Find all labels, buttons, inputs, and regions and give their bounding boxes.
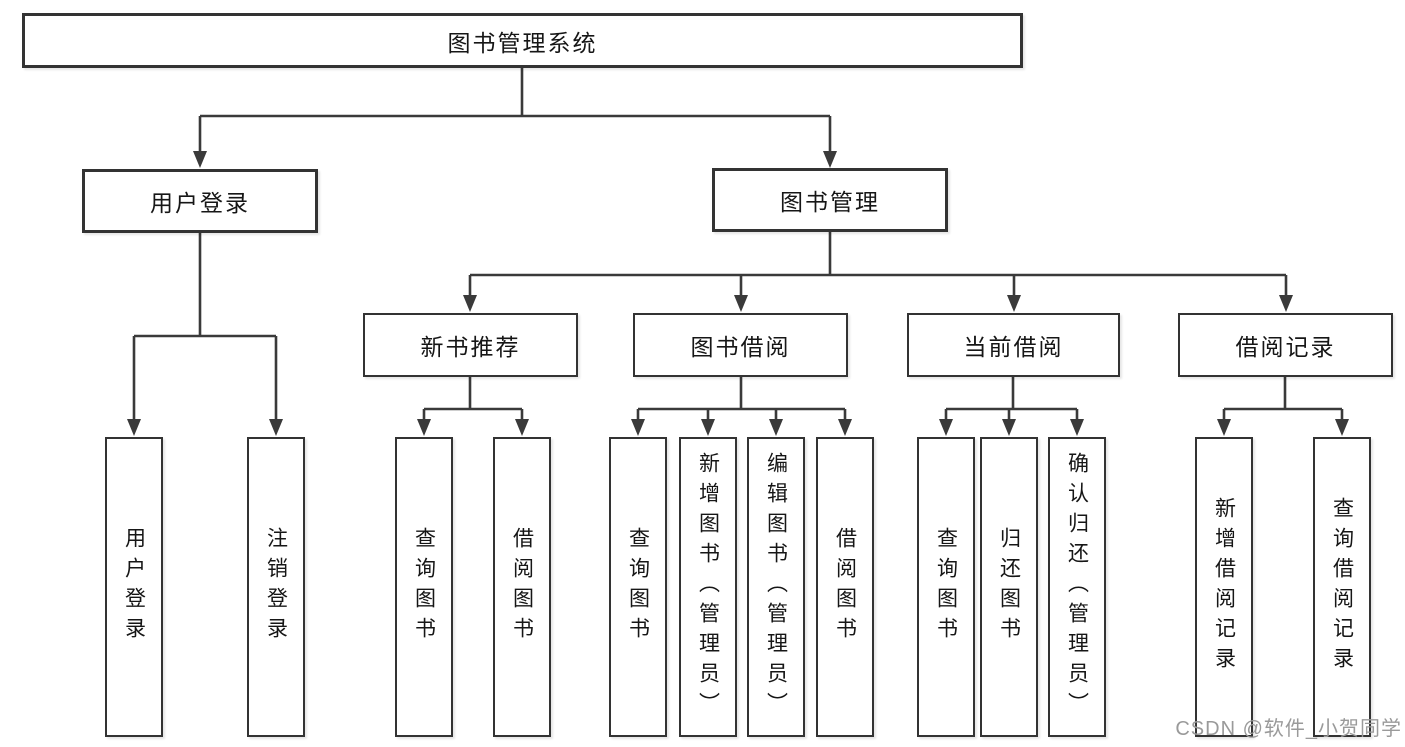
leaf-query-books-current-label: 查询图书 [934, 527, 958, 647]
node-user-login: 用户登录 [82, 169, 318, 233]
node-root: 图书管理系统 [22, 13, 1023, 68]
connector-level3-to-leaves [422, 377, 1344, 421]
leaf-borrow-books-label: 借阅图书 [833, 527, 857, 647]
leaf-user-login: 用户登录 [105, 437, 163, 737]
leaf-query-borrow-record: 查询借阅记录 [1313, 437, 1371, 737]
leaf-return-books: 归还图书 [980, 437, 1038, 737]
leaf-add-book-admin: 新增图书（管理员） [679, 437, 737, 737]
leaf-edit-book-admin: 编辑图书（管理员） [747, 437, 805, 737]
leaf-user-login-label: 用户登录 [122, 527, 146, 647]
csdn-watermark: CSDN @软件_小贺同学 [1175, 718, 1402, 740]
connector-root-to-level2 [198, 68, 832, 152]
node-current-borrow-label: 当前借阅 [963, 334, 1064, 360]
node-current-borrow: 当前借阅 [907, 313, 1120, 377]
node-new-book-recommend: 新书推荐 [363, 313, 578, 377]
leaf-return-books-label: 归还图书 [997, 527, 1021, 647]
leaf-query-books-recommend: 查询图书 [395, 437, 453, 737]
leaf-query-books-recommend-label: 查询图书 [412, 527, 436, 647]
node-new-book-recommend-label: 新书推荐 [420, 334, 521, 360]
node-borrow-records-label: 借阅记录 [1235, 334, 1336, 360]
node-book-borrow: 图书借阅 [633, 313, 848, 377]
node-book-management: 图书管理 [712, 168, 948, 232]
leaf-add-borrow-record-label: 新增借阅记录 [1212, 497, 1236, 677]
leaf-borrow-books: 借阅图书 [816, 437, 874, 737]
leaf-query-books-borrow: 查询图书 [609, 437, 667, 737]
leaf-logout: 注销登录 [247, 437, 305, 737]
leaf-confirm-return-admin: 确认归还（管理员） [1048, 437, 1106, 737]
connector-book-management-to-level3 [468, 232, 1288, 297]
leaf-query-borrow-record-label: 查询借阅记录 [1330, 497, 1354, 677]
connector-user-login-to-leaves [132, 233, 278, 421]
leaf-query-books-borrow-label: 查询图书 [626, 527, 650, 647]
leaf-add-book-admin-label: 新增图书（管理员） [696, 452, 720, 722]
leaf-logout-label: 注销登录 [264, 527, 288, 647]
leaf-add-borrow-record: 新增借阅记录 [1195, 437, 1253, 737]
node-user-login-label: 用户登录 [150, 190, 250, 216]
leaf-borrow-books-recommend-label: 借阅图书 [510, 527, 534, 647]
leaf-edit-book-admin-label: 编辑图书（管理员） [764, 452, 788, 722]
leaf-query-books-current: 查询图书 [917, 437, 975, 737]
leaf-confirm-return-admin-label: 确认归还（管理员） [1065, 452, 1089, 722]
node-book-borrow-label: 图书借阅 [690, 334, 791, 360]
node-borrow-records: 借阅记录 [1178, 313, 1393, 377]
leaf-borrow-books-recommend: 借阅图书 [493, 437, 551, 737]
node-book-management-label: 图书管理 [780, 189, 880, 215]
node-root-label: 图书管理系统 [447, 29, 598, 56]
